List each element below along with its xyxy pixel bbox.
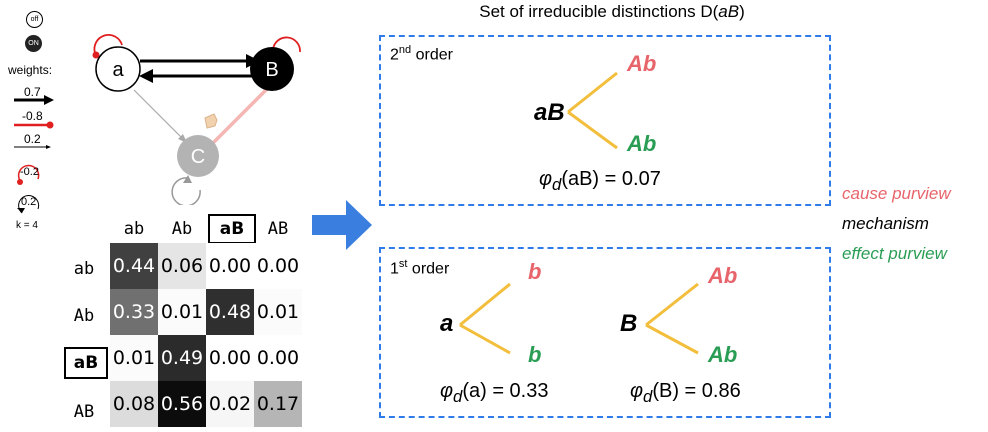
self-loop-b	[272, 36, 301, 53]
self-loop-c	[171, 177, 201, 205]
node-b-label: B	[265, 59, 278, 81]
matrix-cell: 0.01	[110, 335, 158, 381]
first-order-panel	[379, 247, 831, 418]
first-order-label: 1st order	[390, 258, 450, 278]
node-c	[177, 135, 219, 177]
cause-purview-Ab: Ab	[626, 51, 656, 76]
matrix-cell: 0.00	[206, 335, 254, 381]
node-b	[250, 47, 294, 91]
row-header-ab: ab	[73, 259, 95, 279]
node-a	[95, 46, 141, 92]
self-inhibit-loop-icon	[17, 164, 40, 184]
cause-purview-Ab: Ab	[707, 263, 737, 288]
matrix-cell: 0.02	[206, 381, 254, 427]
phi-B: φd(B) = 0.86	[630, 380, 741, 406]
self-loop-a	[93, 34, 123, 54]
matrix-cell: 0.44	[110, 243, 158, 289]
second-order-label: 2nd order	[390, 44, 453, 64]
matrix-cell: 0.00	[206, 243, 254, 289]
matrix-cell: 0.00	[254, 335, 302, 381]
edge-a-to-c	[133, 89, 185, 141]
on-state-marker: ON	[25, 35, 42, 52]
node-a-label: a	[112, 59, 124, 81]
col-header-ab: ab	[123, 219, 145, 239]
matrix-cell: 0.48	[206, 289, 254, 335]
node-c-label: C	[191, 146, 205, 168]
mechanism-a: a	[440, 310, 453, 337]
key-effect-purview: effect purview	[842, 244, 947, 263]
phi-aB: φd(aB) = 0.07	[539, 168, 661, 194]
key-mechanism: mechanism	[842, 214, 929, 233]
first-order-tree-B: B Ab Ab	[620, 263, 737, 367]
weight-0-2-loop-label: 0.2	[21, 196, 36, 208]
branch-lines	[645, 282, 699, 355]
cut-icon	[204, 113, 218, 129]
col-header-AB: AB	[267, 219, 289, 239]
weight-neg-0-2-label: -0.2	[20, 166, 39, 178]
k-label: k = 4	[16, 220, 38, 231]
weights-legend: 0.7 -0.8 0.2 -0.2 0.2 k = 4	[14, 85, 54, 231]
first-order-tree-a: a b b	[440, 259, 541, 367]
arrowhead-icon	[44, 95, 54, 105]
weights-label: weights:	[8, 63, 53, 77]
effect-purview-Ab: Ab	[707, 342, 737, 367]
matrix-cell: 0.01	[254, 289, 302, 335]
col-header-Ab: Ab	[171, 219, 193, 239]
edge-b-to-c	[208, 86, 270, 148]
right-arrow-icon	[312, 200, 372, 250]
row-header-AB: AB	[73, 402, 95, 422]
key-cause-purview: cause purview	[842, 184, 951, 203]
weight-0-7-label: 0.7	[24, 85, 41, 99]
arrowhead-icon	[46, 145, 51, 149]
second-order-panel	[379, 35, 831, 206]
phi-a: φd(a) = 0.33	[440, 380, 549, 406]
row-header-Ab: Ab	[73, 306, 95, 326]
mechanism-B: B	[620, 310, 637, 337]
col-header-aB: aB	[208, 214, 256, 244]
second-order-tree: aB Ab Ab	[534, 51, 656, 156]
branch-lines	[567, 71, 618, 150]
effect-purview-b: b	[528, 342, 541, 367]
effect-purview-Ab: Ab	[626, 131, 656, 156]
matrix-cell: 0.08	[110, 381, 158, 427]
branch-lines	[459, 282, 511, 355]
weight-neg-0-8-label: -0.8	[22, 109, 43, 123]
row-header-aB: aB	[64, 347, 108, 379]
matrix-cell: 0.06	[158, 243, 206, 289]
matrix-cell: 0.01	[158, 289, 206, 335]
matrix-cell: 0.33	[110, 289, 158, 335]
matrix-cell: 0.49	[158, 335, 206, 381]
weight-0-2-label: 0.2	[24, 132, 41, 146]
cause-purview-b: b	[528, 259, 541, 284]
distinctions-title: Set of irreducible distinctions D(aB)	[479, 2, 745, 21]
mechanism-aB: aB	[534, 99, 565, 126]
network-diagram: a B C	[92, 34, 301, 205]
matrix-cell: 0.56	[158, 381, 206, 427]
matrix-cell: 0.17	[254, 381, 302, 427]
inhibit-dot-icon	[46, 121, 54, 129]
matrix-cell: 0.00	[254, 243, 302, 289]
off-state-marker: off	[26, 11, 43, 28]
